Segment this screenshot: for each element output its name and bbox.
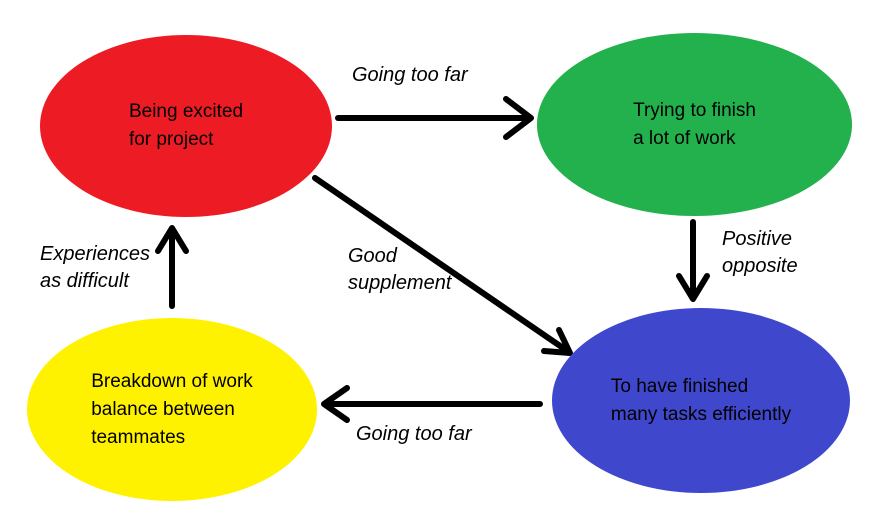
node-breakdown-of-work-label: Breakdown of work balance between teamma… xyxy=(91,370,253,448)
arrow-finish-work-to-finished-tasks xyxy=(676,219,710,302)
edge-label-positive-opposite: Positive opposite xyxy=(722,228,798,277)
node-trying-to-finish: Trying to finish a lot of work xyxy=(537,33,852,216)
node-finished-many-tasks: To have finished many tasks efficiently xyxy=(552,308,850,493)
edge-label-experiences-as-difficult: Experiences as difficult xyxy=(40,243,151,292)
node-being-excited-label: Being excited for project xyxy=(128,101,244,150)
edge-label-good-supplement: Good supplement xyxy=(348,245,452,294)
node-being-excited: Being excited for project xyxy=(40,35,332,217)
arrow-finished-tasks-to-breakdown xyxy=(321,385,543,423)
arrow-excited-to-finished-tasks xyxy=(312,175,573,356)
edge-label-going-too-far-bottom: Going too far xyxy=(356,423,472,445)
node-finished-many-tasks-label: To have finished many tasks efficiently xyxy=(610,375,792,425)
node-breakdown-of-work: Breakdown of work balance between teamma… xyxy=(27,318,317,501)
node-trying-to-finish-label: Trying to finish a lot of work xyxy=(633,99,756,149)
arrow-breakdown-to-excited xyxy=(155,225,189,309)
arrow-excited-to-finish-work xyxy=(335,96,534,140)
edge-label-going-too-far-top: Going too far xyxy=(352,64,468,86)
